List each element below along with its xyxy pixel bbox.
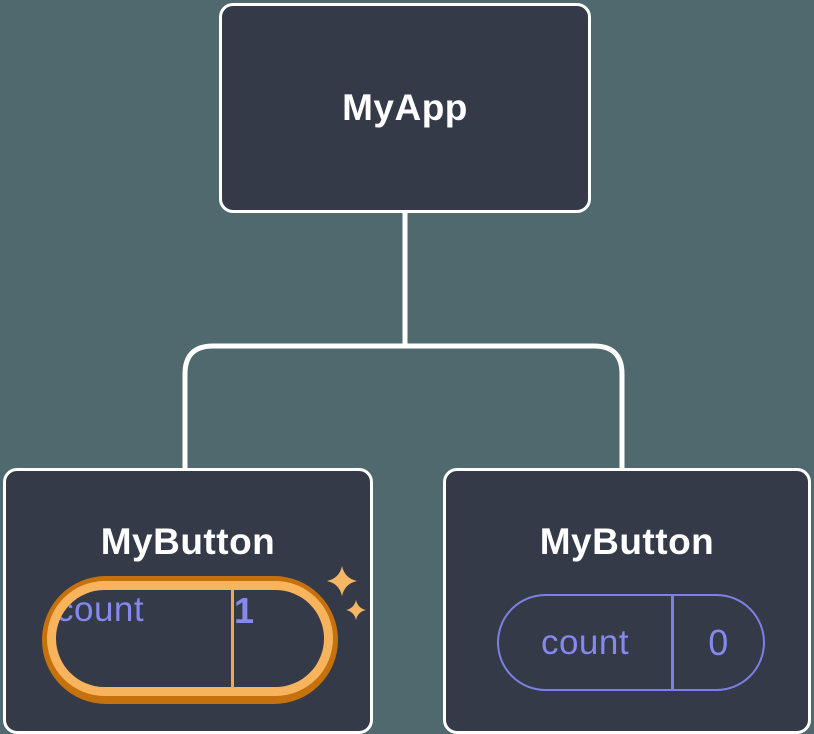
node-mybutton-left: MyButton count 1 (3, 468, 373, 734)
branch-bracket-line (182, 343, 625, 473)
node-mybutton-right-label: MyButton (539, 521, 715, 562)
pill-divider (231, 590, 234, 687)
pill-divider (671, 596, 674, 689)
node-mybutton-right: MyButton count 0 (443, 468, 811, 734)
sparkle-large-icon (327, 566, 357, 596)
state-value-cell: 1 (234, 590, 324, 687)
state-pill-highlight-ring: count 1 (47, 581, 333, 696)
state-label: count (56, 590, 145, 629)
state-value: 0 (708, 621, 729, 663)
sparkle-small-icon (346, 600, 366, 620)
node-myapp: MyApp (219, 3, 591, 213)
node-mybutton-left-label: MyButton (100, 521, 276, 562)
state-label-cell: count (56, 590, 231, 687)
state-label-cell: count (499, 596, 671, 689)
state-pill-highlighted: count 1 (42, 576, 338, 704)
state-pill-plain: count 0 (497, 594, 765, 691)
state-label: count (540, 622, 630, 662)
sparkles-icon (327, 566, 366, 620)
state-value-cell: 0 (674, 596, 764, 689)
node-myapp-label: MyApp (342, 87, 468, 128)
state-pill-body: count 1 (56, 590, 324, 687)
state-value: 1 (234, 590, 255, 631)
